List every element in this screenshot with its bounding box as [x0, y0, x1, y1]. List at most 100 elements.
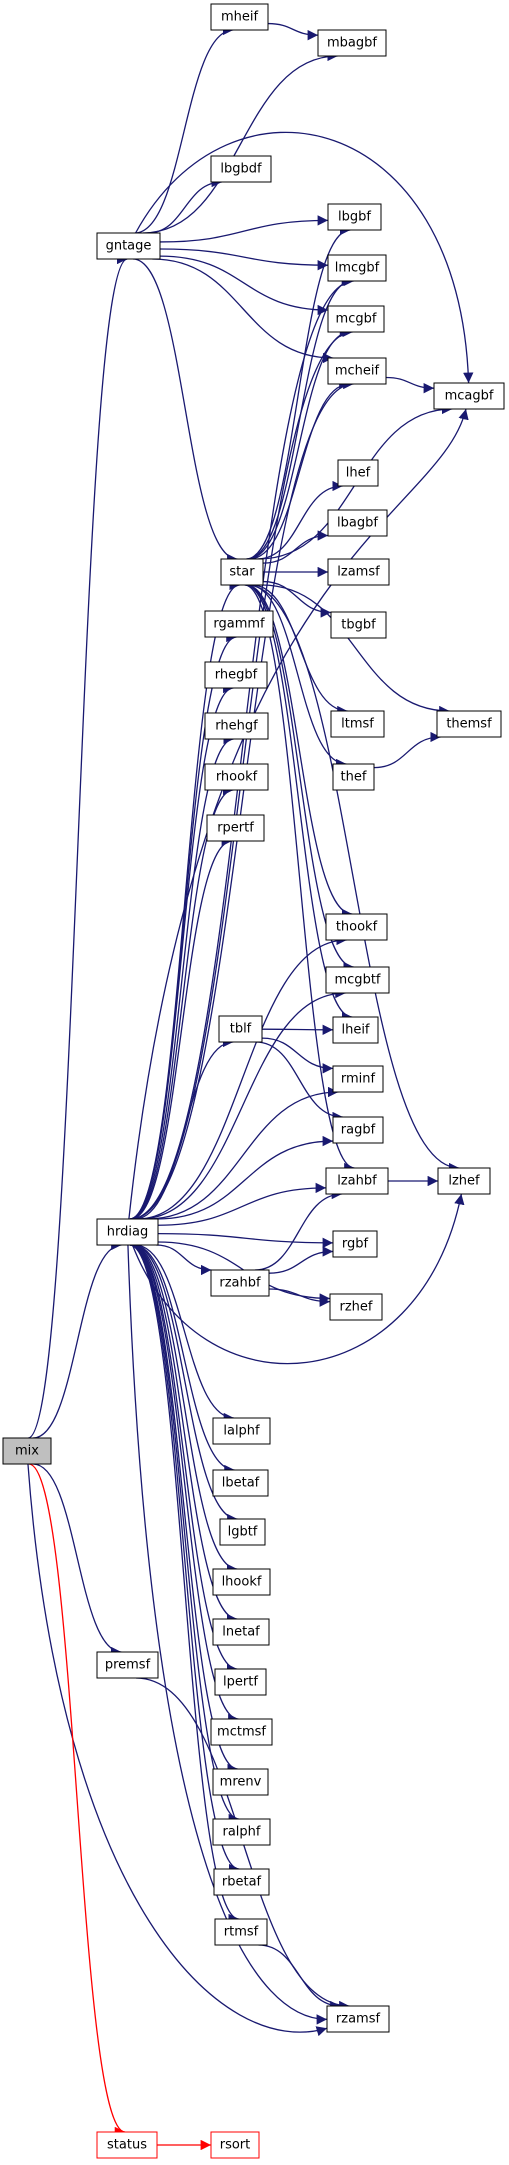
node-rzahbf[interactable]: rzahbf [210, 1269, 270, 1297]
node-label: rhegbf [215, 668, 258, 683]
node-lzhef[interactable]: lzhef [437, 1167, 491, 1195]
edge-hrdiag-to-thookf [137, 934, 347, 1220]
node-box [325, 1167, 389, 1195]
node-rhehgf[interactable]: rhehgf [204, 712, 269, 740]
node-label: lnetaf [222, 1625, 260, 1640]
node-rzhef[interactable]: rzhef [329, 1293, 383, 1321]
node-box [327, 509, 388, 537]
node-rgbf[interactable]: rgbf [332, 1230, 378, 1258]
node-mcheif[interactable]: mcheif [327, 357, 387, 385]
node-box [210, 155, 272, 183]
node-box [327, 254, 387, 282]
node-lgbtf[interactable]: lgbtf [219, 1518, 266, 1546]
node-mix[interactable]: mix [2, 1437, 52, 1465]
node-thef[interactable]: thef [332, 763, 375, 791]
node-mbagbf[interactable]: mbagbf [317, 29, 387, 57]
node-gntage[interactable]: gntage [96, 232, 161, 260]
node-label: themsf [446, 717, 492, 732]
node-ragbf[interactable]: ragbf [332, 1116, 384, 1144]
node-lbagbf[interactable]: lbagbf [327, 509, 388, 537]
node-ltmsf[interactable]: ltmsf [330, 710, 385, 738]
edge-hrdiag-to-lnetaf [131, 1244, 238, 1625]
node-label: thef [341, 770, 367, 785]
node-lbgbf[interactable]: lbgbf [327, 203, 382, 231]
node-lhef[interactable]: lhef [337, 459, 379, 487]
edge-hrdiag-to-lmcgbf [130, 275, 354, 1220]
node-lbgbdf[interactable]: lbgbdf [210, 155, 272, 183]
node-hrdiag[interactable]: hrdiag [96, 1218, 159, 1246]
node-rminf[interactable]: rminf [332, 1065, 384, 1093]
node-tbgbf[interactable]: tbgbf [330, 611, 387, 639]
node-star[interactable]: star [220, 558, 264, 586]
node-thookf[interactable]: thookf [325, 913, 388, 941]
node-box [332, 763, 375, 791]
node-premsf[interactable]: premsf [96, 1651, 159, 1679]
node-lheif[interactable]: lheif [332, 1016, 379, 1044]
node-ralphf[interactable]: ralphf [212, 1818, 271, 1846]
node-mcgbtf[interactable]: mcgbtf [325, 966, 390, 994]
node-mcagbf[interactable]: mcagbf [433, 382, 505, 410]
node-rzamsf[interactable]: rzamsf [326, 2005, 390, 2033]
node-box [219, 1518, 266, 1546]
node-box [436, 710, 502, 738]
edge-hrdiag-to-lgbtf [132, 1244, 238, 1525]
node-box [96, 232, 161, 260]
node-mrenv[interactable]: mrenv [212, 1768, 269, 1796]
node-label: mbagbf [327, 36, 377, 51]
node-status[interactable]: status [96, 2131, 158, 2159]
node-box [204, 712, 269, 740]
node-box [327, 305, 385, 333]
edge-rtmsf-to-rzamsf [258, 1944, 341, 2012]
node-label: tbgbf [341, 618, 376, 633]
node-rtmsf[interactable]: rtmsf [214, 1918, 268, 1946]
node-rgammf[interactable]: rgammf [204, 610, 274, 638]
node-lmcgbf[interactable]: lmcgbf [327, 254, 387, 282]
node-lbetaf[interactable]: lbetaf [212, 1469, 269, 1497]
node-lzamsf[interactable]: lzamsf [327, 558, 390, 586]
node-label: tblf [230, 1022, 252, 1037]
edge-rzahbf-to-lzahbf [254, 1188, 343, 1271]
edge-hrdiag-to-mcgbtf [139, 987, 346, 1220]
node-label: lzahbf [337, 1174, 377, 1189]
node-label: rtmsf [224, 1925, 259, 1940]
edge-mix-to-status [28, 1463, 126, 2138]
node-label: lhookf [222, 1575, 262, 1590]
node-label: lalphf [223, 1424, 260, 1439]
node-box [96, 1218, 159, 1246]
node-mheif[interactable]: mheif [210, 3, 269, 31]
node-label: lbagbf [337, 516, 378, 531]
edge-mcheif-to-mcagbf [385, 376, 435, 394]
node-box [332, 1230, 378, 1258]
node-label: rzahbf [219, 1276, 261, 1291]
node-box [317, 29, 387, 57]
node-lzahbf[interactable]: lzahbf [325, 1167, 389, 1195]
node-lalphf[interactable]: lalphf [212, 1417, 271, 1445]
node-themsf[interactable]: themsf [436, 710, 502, 738]
node-label: lheif [341, 1023, 369, 1038]
edge-hrdiag-to-ragbf [156, 1135, 334, 1220]
node-mctmsf[interactable]: mctmsf [210, 1718, 273, 1746]
edge-gntage-to-mheif [134, 24, 234, 234]
node-rbetaf[interactable]: rbetaf [213, 1868, 270, 1896]
node-box [206, 814, 265, 842]
node-rhookf[interactable]: rhookf [204, 763, 269, 791]
node-lhookf[interactable]: lhookf [212, 1568, 271, 1596]
node-box [212, 1469, 269, 1497]
node-box [214, 1668, 267, 1696]
node-lpertf[interactable]: lpertf [214, 1668, 267, 1696]
node-rhegbf[interactable]: rhegbf [204, 661, 268, 689]
node-label: mctmsf [217, 1725, 266, 1740]
node-mcgbf[interactable]: mcgbf [327, 305, 385, 333]
node-label: thookf [336, 920, 378, 935]
node-lnetaf[interactable]: lnetaf [212, 1618, 270, 1646]
node-tblf[interactable]: tblf [218, 1015, 263, 1043]
node-box [212, 1618, 270, 1646]
node-label: rzamsf [336, 2012, 381, 2027]
node-rpertf[interactable]: rpertf [206, 814, 265, 842]
node-rsort[interactable]: rsort [210, 2131, 260, 2159]
node-label: mcgbtf [335, 973, 381, 988]
node-label: lgbtf [228, 1525, 258, 1540]
edge-hrdiag-to-rzahbf [156, 1244, 212, 1276]
edge-tblf-to-ragbf [255, 1041, 343, 1123]
edge-hrdiag-to-tblf [134, 1036, 234, 1220]
